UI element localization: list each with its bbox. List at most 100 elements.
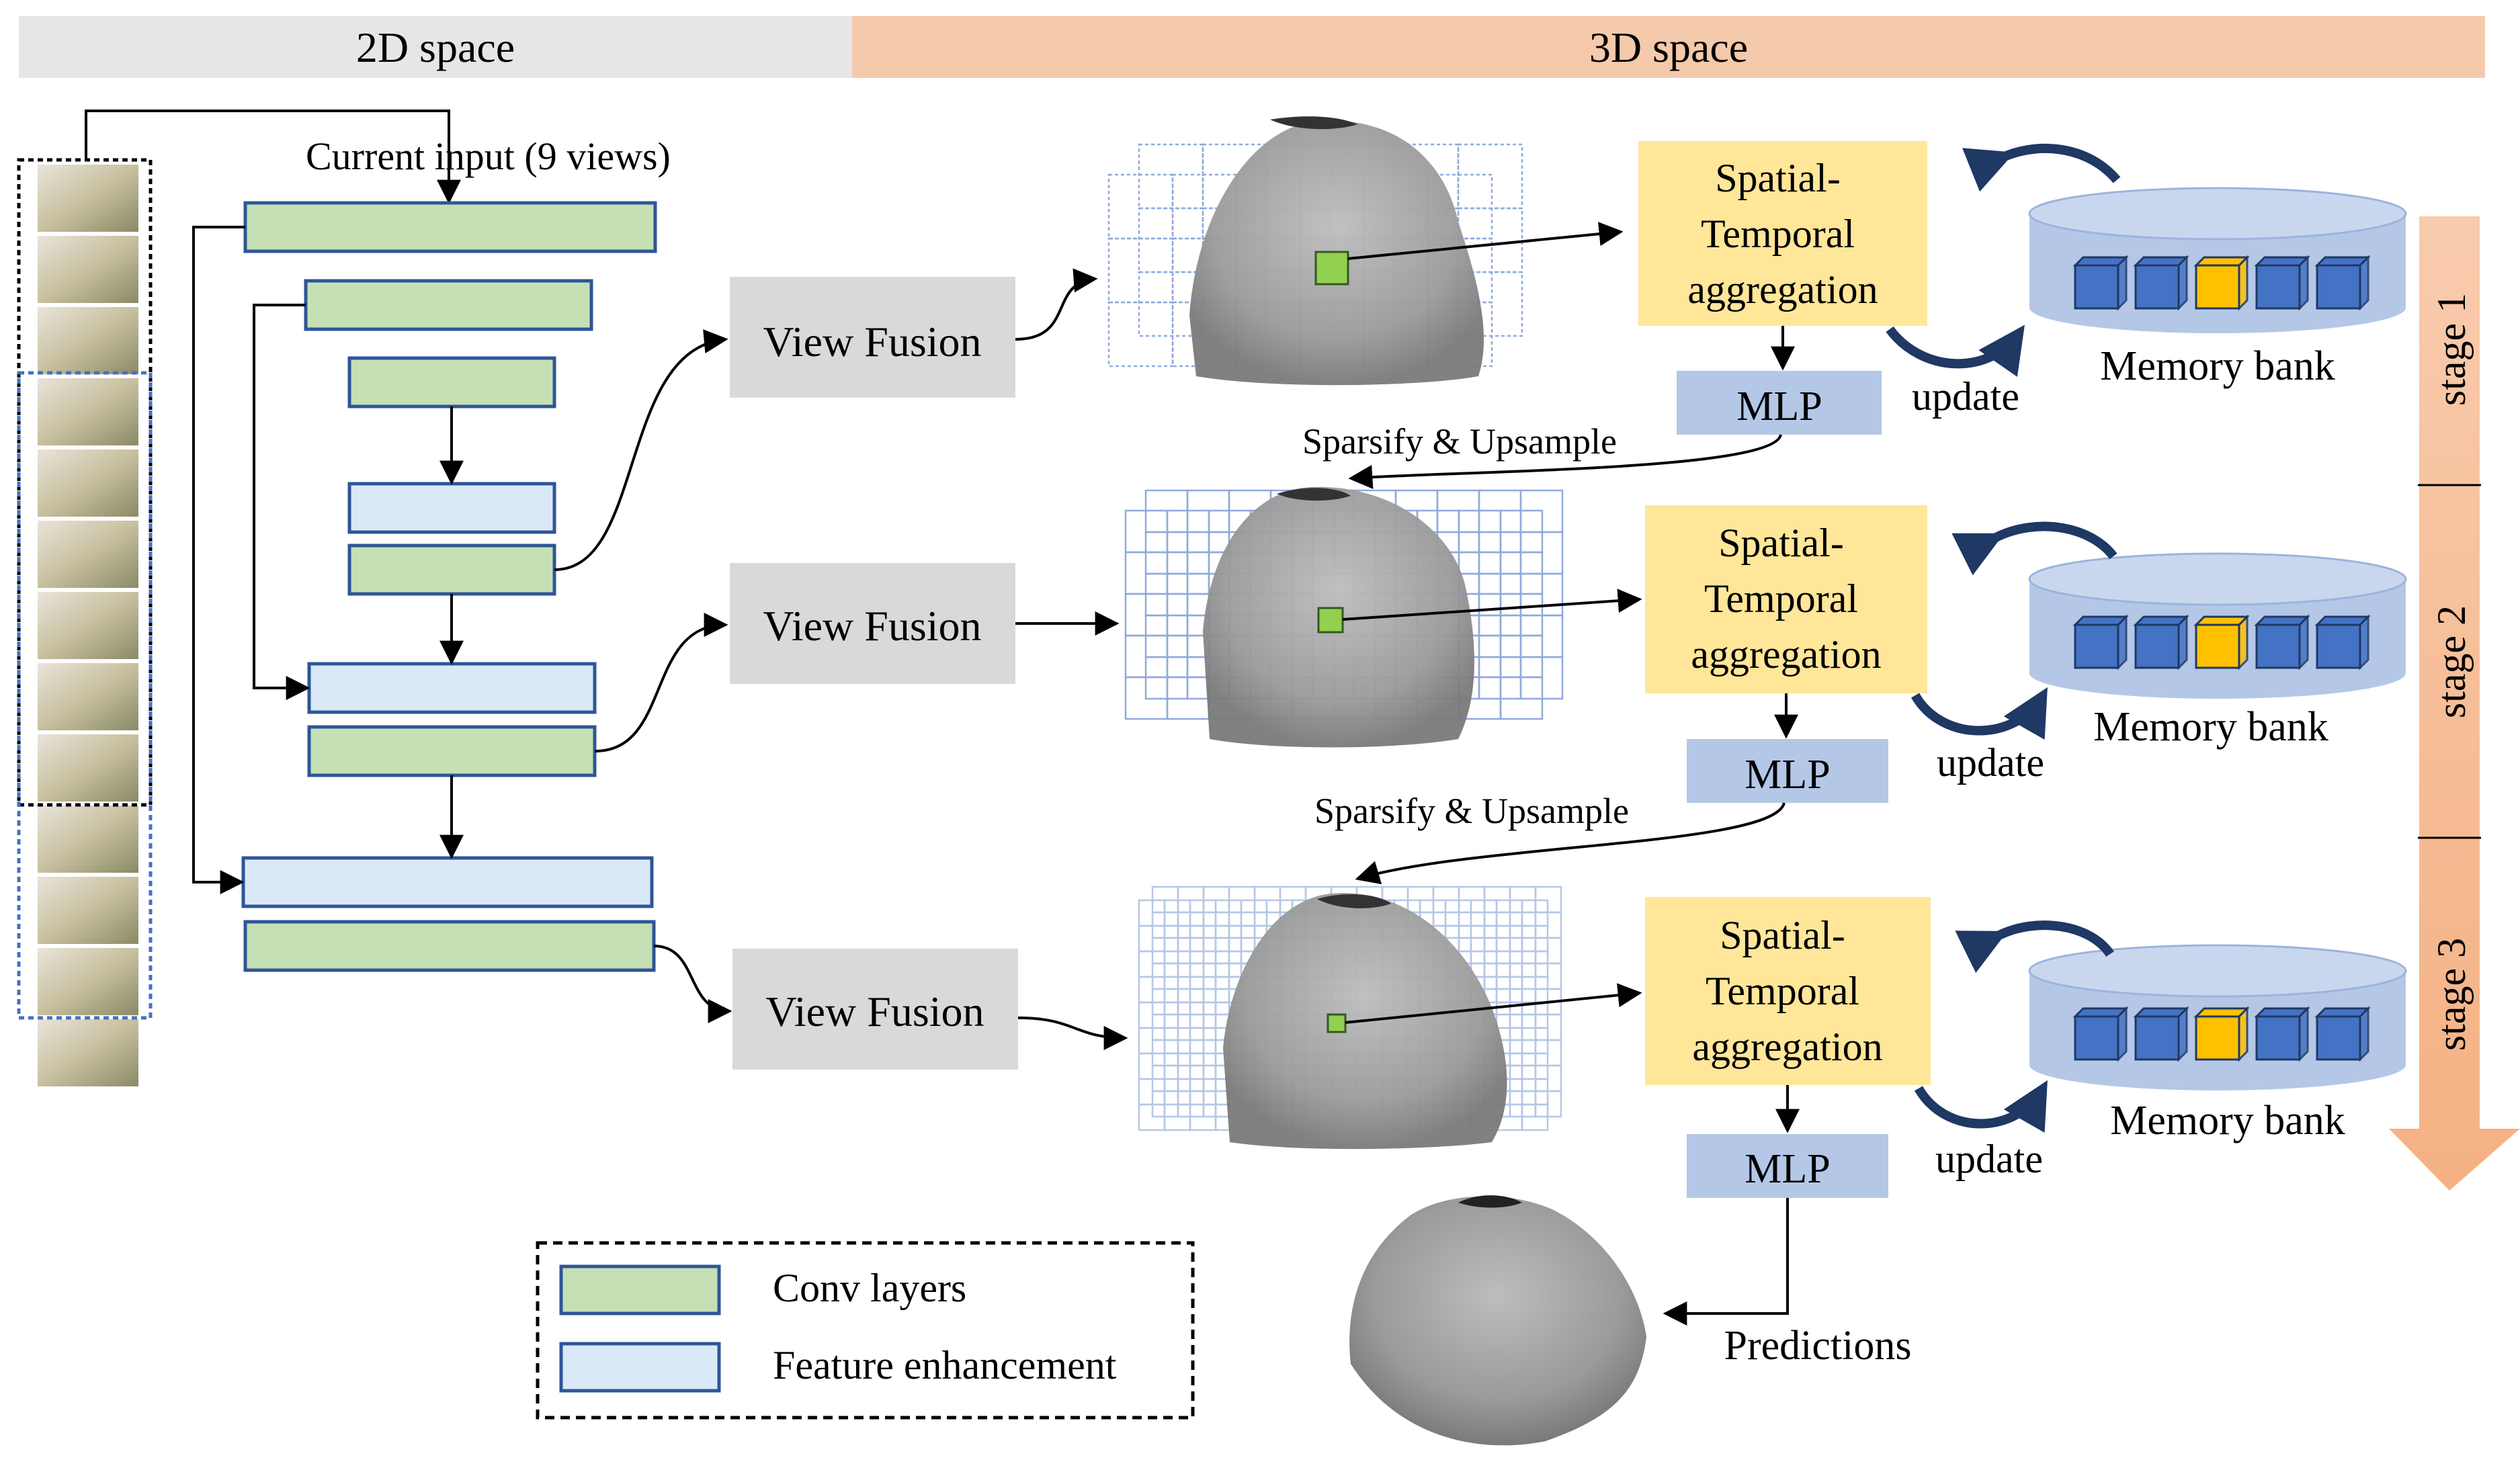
mlp-label-stage-2: MLP — [1745, 752, 1830, 797]
encoder-decoder — [192, 201, 657, 972]
memory-bank-stage-1 — [2028, 187, 2407, 333]
mlp-label-stage-3: MLP — [1745, 1146, 1830, 1192]
aggregation-line: Spatial- — [1715, 156, 1841, 200]
conv-layer-enc-3 — [347, 356, 556, 408]
memory-cube — [2195, 623, 2240, 669]
voxel-to-aggregation — [1342, 589, 1642, 621]
stage-label-3: stage 3 — [2429, 938, 2474, 1051]
mlp-box-stage-2 — [1687, 739, 1888, 803]
legend-conv-label: Conv layers — [773, 1266, 966, 1310]
view-fusion-label-3: View Fusion — [765, 988, 984, 1035]
conv-layer-enc-2 — [304, 279, 593, 331]
memory-cube — [2134, 1015, 2180, 1061]
next-window-outline — [17, 371, 153, 1020]
mlp-box-stage-3 — [1687, 1134, 1888, 1198]
aggregation-box-stage-3 — [1645, 897, 1931, 1085]
aggregation-label-stage-3: Spatial- Temporal aggregation — [1692, 913, 1882, 1069]
read-arrow-stage-3 — [1955, 920, 2114, 974]
voxel-cell — [1138, 143, 1204, 210]
header-2d-label: 2D space — [356, 24, 515, 71]
read-arrow-stage-2 — [1951, 521, 2117, 576]
input-connector — [85, 110, 461, 204]
memory-bank-label-stage-1: Memory bank — [2100, 343, 2335, 389]
aggregation-line: Temporal — [1704, 576, 1858, 621]
voxel-cell — [1457, 143, 1523, 210]
memory-cube — [2316, 1015, 2361, 1061]
thumb-view — [38, 378, 138, 445]
thumb-view — [38, 521, 138, 588]
prediction-rim — [1458, 1195, 1522, 1208]
memory-cube — [2255, 1015, 2301, 1061]
memory-cube-side — [2298, 614, 2309, 671]
memory-bank-label-stage-2: Memory bank — [2093, 704, 2328, 750]
memory-bank-stage-2 — [2028, 552, 2407, 699]
memory-cube-side — [2298, 1006, 2309, 1062]
update-arrow-stage-1 — [1886, 325, 2025, 377]
aggregation-line: aggregation — [1692, 1025, 1882, 1069]
aggregation-line: Temporal — [1701, 212, 1855, 256]
mesh-rim — [1317, 894, 1391, 908]
thumb-view — [38, 948, 138, 1015]
conv-layer-enc-1 — [243, 201, 657, 253]
legend: Conv layers Feature enhancement — [536, 1241, 1195, 1420]
memory-cube — [2074, 623, 2119, 669]
voxel-cell — [1107, 173, 1174, 240]
memory-cube-side — [2177, 614, 2188, 671]
aggregation-line: Spatial- — [1720, 913, 1845, 957]
memory-cube — [2074, 1015, 2119, 1061]
memory-cube-side — [2117, 614, 2128, 671]
memory-cube-side — [2298, 255, 2309, 311]
voxel-to-aggregation — [1347, 222, 1624, 260]
memory-cube-side — [2117, 1006, 2128, 1062]
voxel-to-aggregation — [1345, 983, 1642, 1024]
aggregation-line: aggregation — [1687, 267, 1878, 312]
feature-enh-dec-2 — [307, 662, 597, 714]
voxel-cell — [1457, 271, 1523, 337]
memory-cube-side — [2177, 1006, 2188, 1062]
memory-cube-side — [2238, 255, 2249, 311]
memory-cube — [2195, 264, 2240, 310]
aggregation-line: Temporal — [1706, 969, 1859, 1013]
mesh-rim — [1277, 488, 1351, 501]
memory-cube — [2074, 264, 2119, 310]
memory-cube-side — [2359, 1006, 2369, 1062]
memory-cube-side — [2238, 1006, 2249, 1062]
view-fusion-label-2: View Fusion — [763, 602, 981, 650]
input-label: Current input (9 views) — [306, 134, 671, 178]
sparsify-upsample-arrow — [1355, 802, 1786, 885]
query-voxel-stage-1 — [1314, 251, 1349, 286]
aggregation-label-stage-2: Spatial- Temporal aggregation — [1691, 521, 1881, 677]
memory-bank-top — [2028, 944, 2407, 998]
to-fusion-connector — [594, 613, 728, 752]
update-label-stage-3: update — [1935, 1137, 2043, 1181]
thumb-view — [38, 449, 138, 517]
memory-cube-side — [2177, 255, 2188, 311]
memory-cube-side — [2359, 255, 2369, 311]
aggregation-label-stage-1: Spatial- Temporal aggregation — [1687, 156, 1878, 312]
aggregation-box-stage-2 — [1645, 505, 1927, 693]
memory-cube — [2255, 623, 2301, 669]
thumb-view — [38, 307, 138, 374]
feature-enh-dec-3 — [241, 856, 654, 908]
stage-label-1: stage 1 — [2429, 293, 2474, 406]
to-fusion-connector — [653, 945, 732, 1023]
memory-cube — [2134, 623, 2180, 669]
memory-bank-top — [2028, 187, 2407, 241]
thumb-view — [38, 877, 138, 944]
legend-feature-label: Feature enhancement — [773, 1343, 1117, 1387]
header-3d-label: 3D space — [1589, 24, 1748, 71]
sparsify-label-stage-2: Sparsify & Upsample — [1314, 791, 1629, 831]
view-fusion-label-1: View Fusion — [763, 318, 981, 365]
update-label-stage-1: update — [1912, 374, 2019, 419]
voxel-cell — [1534, 1090, 1562, 1118]
aggregation-line: Spatial- — [1718, 521, 1844, 565]
skip-connection — [253, 304, 310, 700]
voxel-cell — [1138, 271, 1204, 337]
to-fusion-connector — [554, 329, 728, 571]
thumb-view — [38, 236, 138, 303]
aggregation-box-stage-1 — [1638, 141, 1927, 326]
view-fusion-box-2 — [730, 563, 1015, 684]
memory-cube-side — [2359, 614, 2369, 671]
mlp-box-stage-1 — [1677, 371, 1882, 435]
